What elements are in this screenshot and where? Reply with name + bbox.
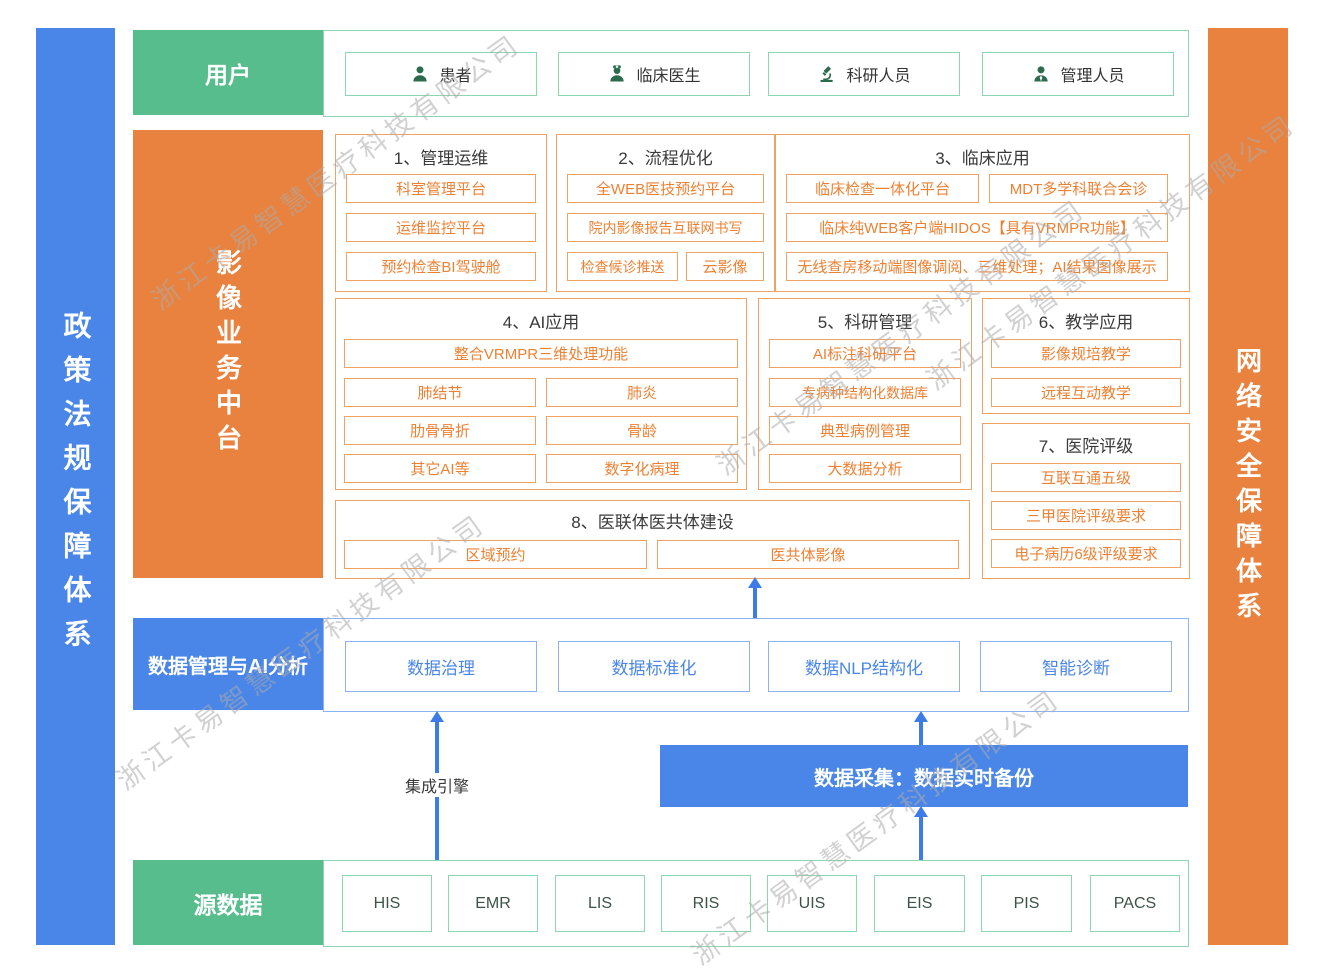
source-system-box: RIS	[661, 875, 751, 932]
group-title: 5、科研管理	[817, 313, 913, 332]
diagram-node: 肺炎	[546, 378, 738, 407]
diagram-node: 三甲医院评级要求	[991, 501, 1181, 530]
diagram-node: 运维监控平台	[346, 213, 536, 242]
data-mgmt-header: 数据管理与AI分析	[133, 618, 323, 710]
group-research-management: 5、科研管理 AI标注科研平台 专病种结构化数据库 典型病例管理 大数据分析	[758, 298, 972, 490]
user-row-header: 用户	[133, 30, 323, 115]
source-system-box: PACS	[1090, 875, 1180, 932]
user-box-researcher: 科研人员	[768, 52, 960, 96]
diagram-node: 典型病例管理	[769, 416, 961, 445]
network-security-label: 网络安全保障体系	[1232, 346, 1263, 627]
diagram-node: 电子病历6级评级要求	[991, 539, 1181, 568]
diagram-node: 其它AI等	[344, 454, 536, 483]
group-hospital-rating: 7、医院评级 互联互通五级 三甲医院评级要求 电子病历6级评级要求	[982, 423, 1190, 579]
arrow-source-to-collection	[914, 806, 928, 860]
diagram-node: 肋骨骨折	[344, 416, 536, 445]
diagram-node: 骨龄	[546, 416, 738, 445]
diagram-node: 互联互通五级	[991, 463, 1181, 492]
admin-icon	[1031, 64, 1051, 84]
source-system-box: EMR	[448, 875, 538, 932]
group-title: 7、医院评级	[1038, 437, 1134, 456]
user-box-doctor: 临床医生	[558, 52, 750, 96]
source-row-header: 源数据	[133, 860, 323, 945]
diagram-node: AI标注科研平台	[769, 339, 961, 368]
source-system-box: EIS	[874, 875, 965, 932]
diagram-node: 无线查房移动端图像调阅、三维处理；AI结果图像展示	[786, 252, 1168, 281]
doctor-icon	[607, 64, 627, 84]
diagram-node: 临床检查一体化平台	[786, 174, 979, 203]
diagram-node: 大数据分析	[769, 454, 961, 483]
data-mgmt-node: 数据NLP结构化	[768, 641, 960, 692]
group-title: 3、临床应用	[935, 149, 1030, 168]
diagram-node: 专病种结构化数据库	[769, 378, 961, 407]
diagram-node: 临床纯WEB客户端HIDOS【具有VRMPR功能】	[786, 213, 1168, 242]
data-mgmt-node: 数据标准化	[558, 641, 750, 692]
diagram-node: 远程互动教学	[991, 378, 1181, 407]
source-row-title: 源数据	[193, 891, 263, 918]
diagram-node: 医共体影像	[657, 540, 959, 569]
user-label: 管理人员	[1060, 68, 1125, 85]
microscope-icon	[817, 64, 837, 84]
user-box-admin: 管理人员	[982, 52, 1174, 96]
group-management-ops: 1、管理运维 科室管理平台 运维监控平台 预约检查BI驾驶舱	[335, 134, 547, 292]
user-label: 科研人员	[846, 68, 911, 85]
diagram-node: 影像规培教学	[991, 339, 1181, 368]
diagram-node: 科室管理平台	[346, 174, 536, 203]
group-medical-alliance: 8、医联体医共体建设 区域预约 医共体影像	[335, 500, 970, 579]
diagram-node: 预约检查BI驾驶舱	[346, 252, 536, 281]
diagram-node: MDT多学科联合会诊	[989, 174, 1168, 203]
diagram-node: 云影像	[686, 252, 764, 281]
group-title: 8、医联体医共体建设	[571, 513, 734, 532]
data-mgmt-title: 数据管理与AI分析	[148, 655, 308, 678]
user-label: 患者	[439, 68, 472, 85]
imaging-platform-header: 影像业务中台	[133, 130, 323, 578]
group-title: 6、教学应用	[1038, 313, 1134, 332]
patient-icon	[410, 64, 430, 84]
integration-engine-label: 集成引擎	[400, 773, 474, 797]
group-teaching-application: 6、教学应用 影像规培教学 远程互动教学	[982, 298, 1190, 414]
data-mgmt-node: 智能诊断	[980, 641, 1172, 692]
policy-regulation-label: 政策法规保障体系	[60, 310, 92, 663]
arrow-up-to-platform	[748, 577, 762, 618]
diagram-node: 数字化病理	[546, 454, 738, 483]
group-ai-application: 4、AI应用 整合VRMPR三维处理功能 肺结节 肺炎 肋骨骨折 骨龄 其它AI…	[335, 298, 747, 490]
diagram-node: 院内影像报告互联网书写	[567, 213, 764, 242]
diagram-node: 区域预约	[344, 540, 647, 569]
data-mgmt-node: 数据治理	[345, 641, 537, 692]
user-row-title: 用户	[205, 61, 251, 88]
group-clinical-application: 3、临床应用 临床检查一体化平台 MDT多学科联合会诊 临床纯WEB客户端HID…	[775, 134, 1190, 292]
source-system-box: PIS	[981, 875, 1072, 932]
source-system-box: LIS	[555, 875, 645, 932]
user-label: 临床医生	[636, 68, 701, 85]
diagram-node: 全WEB医技预约平台	[567, 174, 764, 203]
data-collection-banner: 数据采集：数据实时备份	[660, 745, 1188, 807]
group-title: 4、AI应用	[502, 313, 580, 332]
group-process-optimization: 2、流程优化 全WEB医技预约平台 院内影像报告互联网书写 检查候诊推送 云影像	[556, 134, 775, 292]
user-box-patient: 患者	[345, 52, 537, 96]
policy-regulation-bar: 政策法规保障体系	[36, 28, 115, 945]
network-security-bar: 网络安全保障体系	[1208, 28, 1288, 945]
imaging-platform-title: 影像业务中台	[212, 249, 243, 459]
source-system-box: UIS	[767, 875, 857, 932]
arrow-collection-to-mgmt	[914, 711, 928, 745]
diagram-node: 检查候诊推送	[567, 252, 678, 281]
group-title: 1、管理运维	[393, 149, 489, 168]
group-title: 2、流程优化	[618, 149, 713, 168]
diagram-node: 整合VRMPR三维处理功能	[344, 339, 738, 368]
diagram-node: 肺结节	[344, 378, 536, 407]
source-system-box: HIS	[342, 875, 432, 932]
